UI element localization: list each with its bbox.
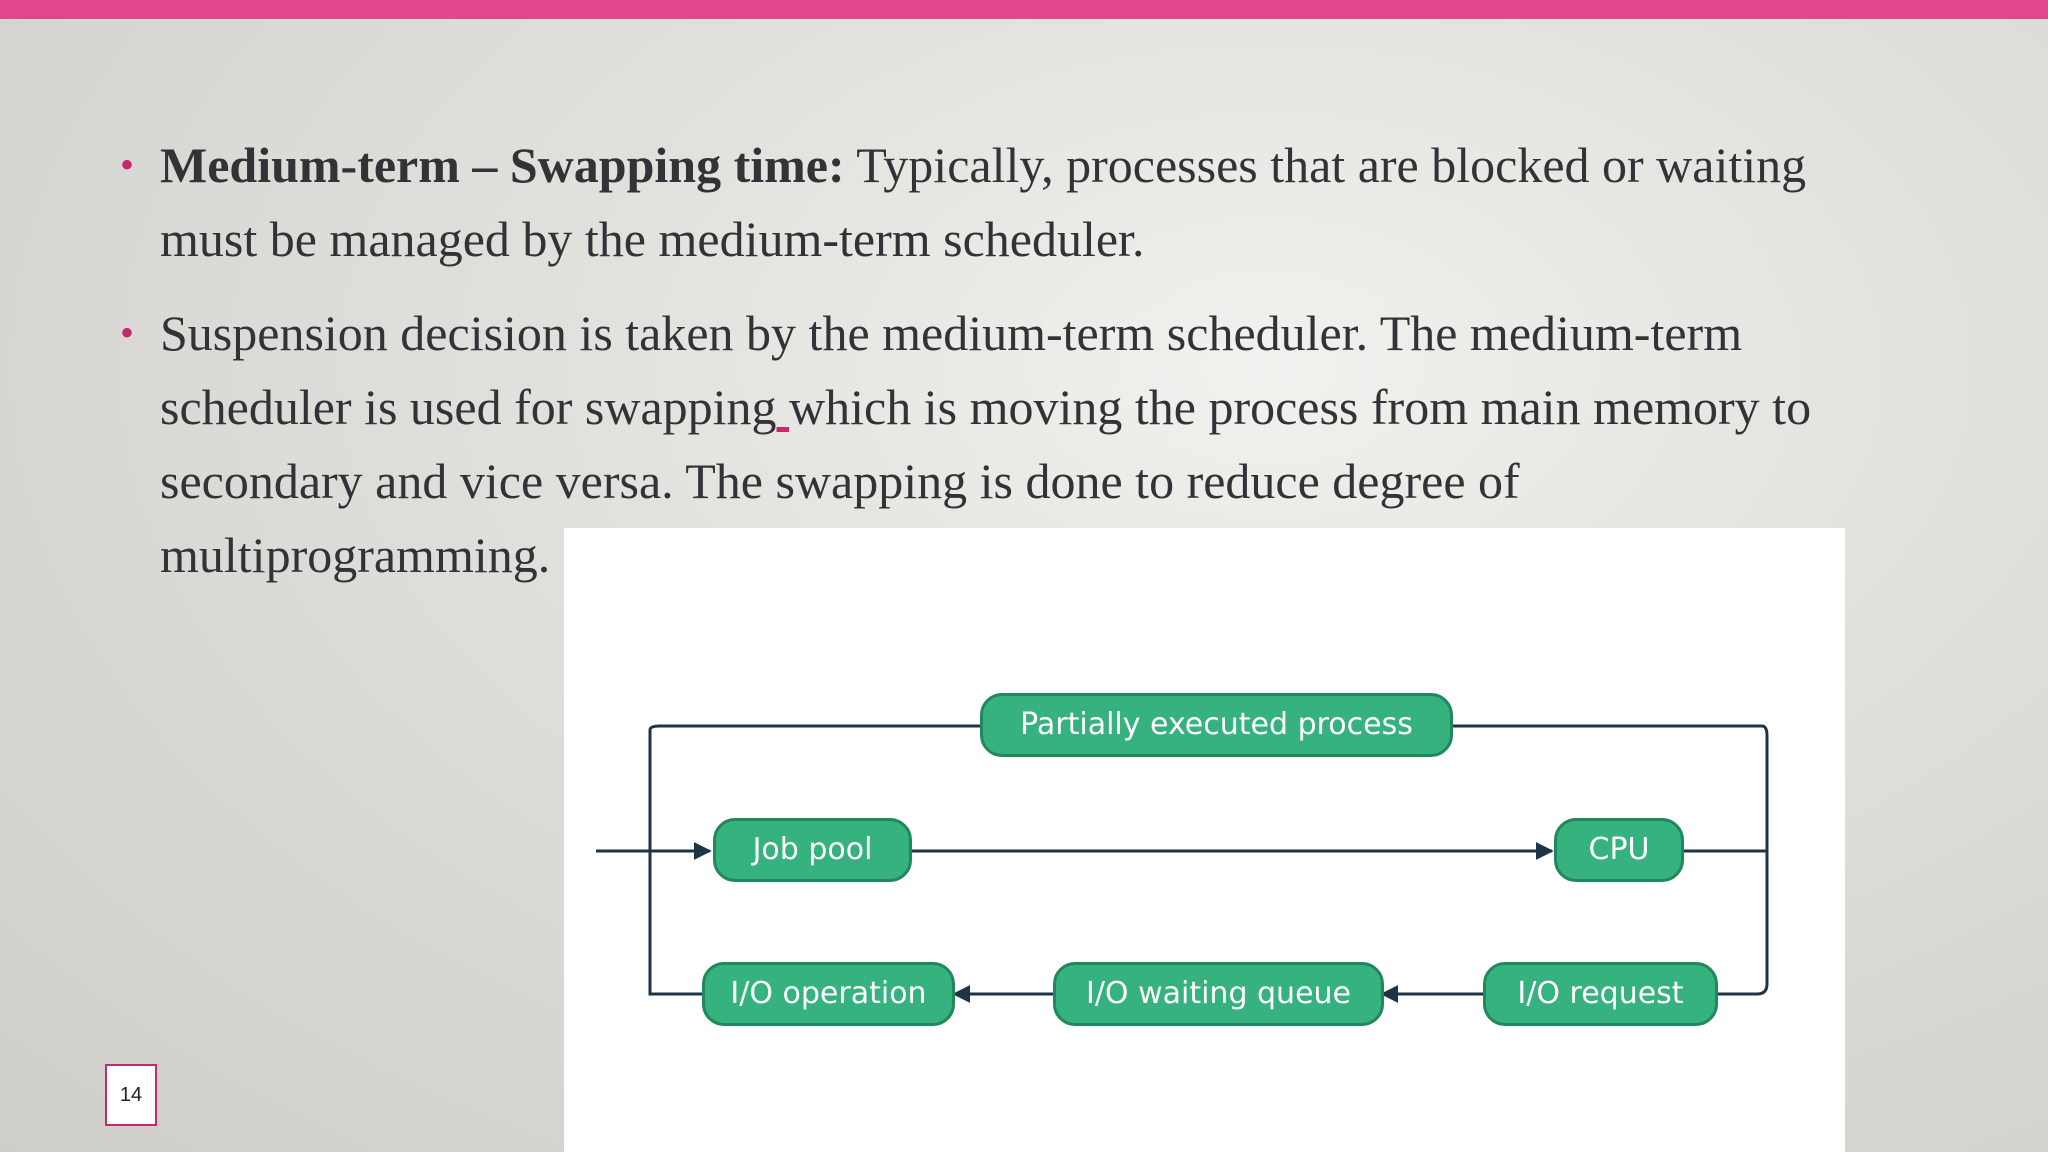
slide-number: 14 bbox=[105, 1064, 157, 1126]
node-job-pool: Job pool bbox=[713, 818, 912, 882]
bullet-medium-term: • Medium-term – Swapping time: Typically… bbox=[120, 128, 1840, 276]
medium-term-scheduler-diagram: Partially executed process Job pool CPU … bbox=[564, 528, 1845, 1152]
top-accent-bar bbox=[0, 0, 2048, 19]
loop-top-right-line bbox=[1452, 724, 1769, 996]
node-io-operation: I/O operation bbox=[702, 962, 955, 1026]
loop-top-left-line bbox=[648, 724, 982, 996]
node-io-waiting-queue: I/O waiting queue bbox=[1053, 962, 1384, 1026]
diagram-connectors bbox=[596, 724, 1769, 1003]
bullet-suspension-decision: • Suspension decision is taken by the me… bbox=[120, 296, 1840, 592]
bullet-text-before: Suspension decision is taken by the medi… bbox=[160, 305, 1743, 435]
bullet-dot: • bbox=[120, 142, 135, 187]
spelling-mark bbox=[777, 379, 790, 435]
bullet-text: Typically, processes that are blocked or… bbox=[160, 137, 1807, 267]
node-io-request: I/O request bbox=[1483, 962, 1718, 1026]
bullet-text-after: which is moving the process from main me… bbox=[160, 379, 1812, 583]
bullet-dot: • bbox=[120, 310, 135, 355]
node-partially-executed-process: Partially executed process bbox=[980, 693, 1453, 757]
node-cpu: CPU bbox=[1554, 818, 1684, 882]
bullet-bold-lead: Medium-term – Swapping time: bbox=[160, 137, 845, 193]
bullet-list: • Medium-term – Swapping time: Typically… bbox=[120, 128, 1840, 592]
